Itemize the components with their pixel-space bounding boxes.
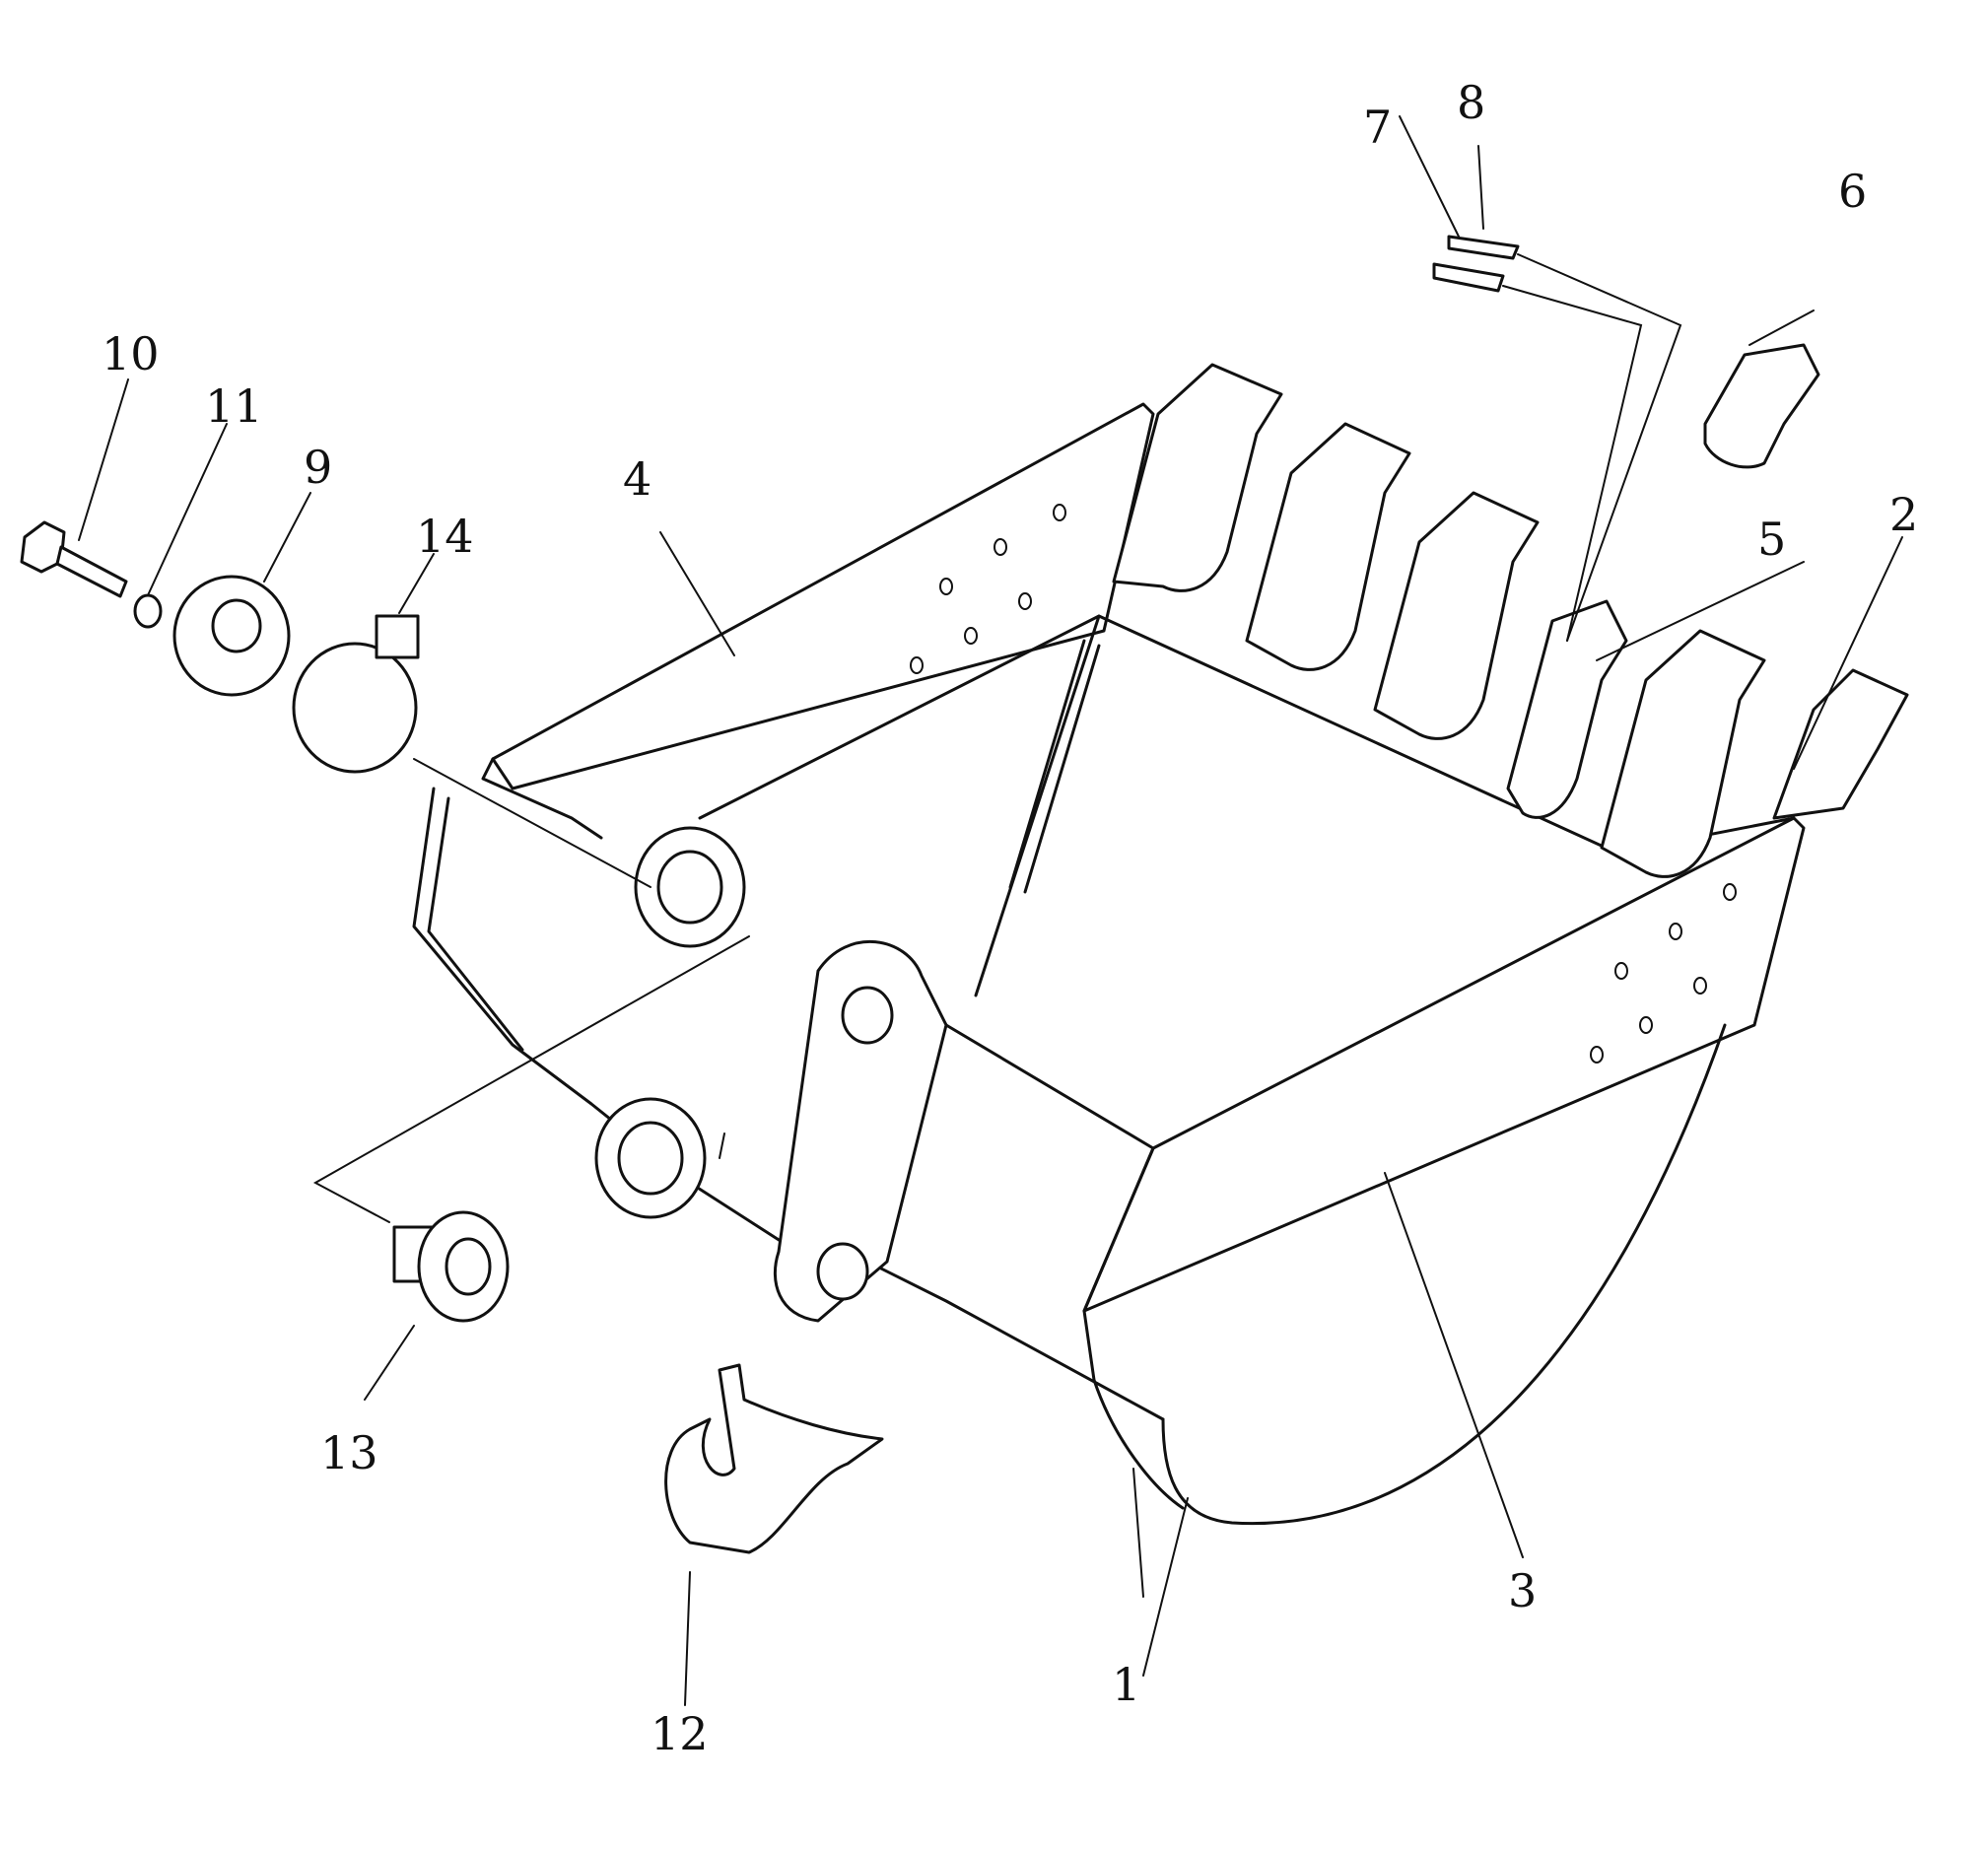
washer xyxy=(133,593,163,629)
callout-3: 3 xyxy=(1508,1564,1537,1617)
callout-9: 9 xyxy=(304,441,332,494)
callout-labels: 1 2 3 4 5 6 7 8 9 10 11 12 13 14 xyxy=(102,76,1918,1760)
rear-plate-holes xyxy=(910,504,1066,674)
front-plate-holes xyxy=(1590,883,1737,1064)
callout-7: 7 xyxy=(1363,101,1392,154)
flange xyxy=(172,575,291,697)
hook xyxy=(664,1363,884,1554)
callout-4: 4 xyxy=(623,452,651,506)
callout-8: 8 xyxy=(1457,76,1485,129)
tooth-point xyxy=(1703,343,1820,469)
callout-13: 13 xyxy=(320,1426,378,1479)
shim xyxy=(292,614,420,774)
callout-14: 14 xyxy=(416,510,474,563)
callout-10: 10 xyxy=(102,327,160,380)
callout-11: 11 xyxy=(205,379,263,433)
callout-12: 12 xyxy=(651,1707,709,1760)
boss xyxy=(392,1210,510,1323)
callout-6: 6 xyxy=(1838,165,1867,218)
bucket-body xyxy=(412,402,1806,1526)
lock-pin xyxy=(1432,262,1505,293)
bucket-teeth xyxy=(1112,363,1909,878)
leader-lines xyxy=(78,115,1903,1706)
bolt xyxy=(20,520,128,598)
tooth-pin xyxy=(1447,235,1520,260)
callout-1: 1 xyxy=(1112,1658,1140,1711)
callout-5: 5 xyxy=(1757,513,1786,566)
callout-2: 2 xyxy=(1889,488,1918,541)
